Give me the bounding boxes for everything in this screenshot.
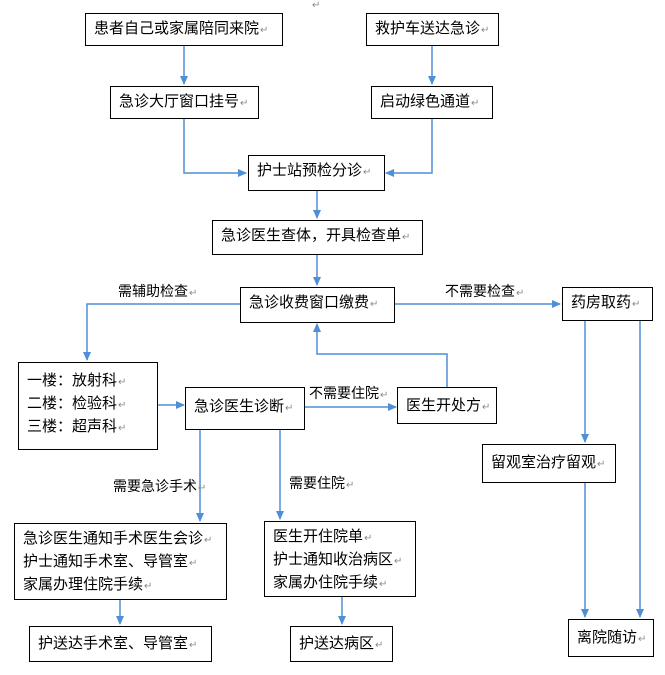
department-line: 三楼：超声科↵ [27,417,127,435]
return-mark: ↵ [638,634,647,645]
node-admission-notice: 医生开住院单↵ 护士通知收治病区↵ 家属办住院手续↵ [264,521,416,597]
label-no-admission: 不需要住院↵ [309,386,389,402]
return-mark: ↵ [632,299,641,310]
admission-notice-line: 医生开住院单↵ [273,527,373,545]
node-doctor-exam: 急诊医生查体，开具检查单↵ [212,220,423,255]
node-ambulance: 救护车送达急诊↵ [366,13,499,46]
node-register-text: 急诊大厅窗口挂号 [119,92,240,110]
label-need-surgery: 需要急诊手术↵ [113,479,207,495]
edge-payment-to-departments [83,303,240,361]
return-mark: ↵ [189,640,198,651]
node-observation-text: 留观室治疗留观 [491,453,597,471]
node-prescription-text: 医生开处方 [406,396,482,414]
node-doctor-exam-text: 急诊医生查体，开具检查单 [221,226,402,244]
label-need-admission: 需要住院↵ [289,476,355,492]
return-mark: ↵ [597,459,606,470]
admission-notice-line: 家属办住院手续↵ [273,573,388,591]
department-line: 二楼：检验科↵ [27,394,127,412]
return-mark: ↵ [482,402,491,413]
label-no-exam: 不需要检查↵ [445,284,525,300]
return-mark: ↵ [240,98,249,109]
return-mark: ↵ [471,98,480,109]
node-payment: 急诊收费窗口缴费↵ [240,287,395,323]
node-pharmacy-text: 药房取药 [571,293,632,311]
return-mark: ↵ [363,167,372,178]
node-observation: 留观室治疗留观↵ [482,444,616,483]
department-line: 一楼：放射科↵ [27,371,127,389]
admission-notice-line: 护士通知收治病区↵ [273,550,403,568]
return-mark: ↵ [370,299,379,310]
node-escort-or: 护送达手术室、导管室↵ [29,626,212,662]
node-discharge-text: 离院随访 [577,628,638,646]
node-green-channel: 启动绿色通道↵ [371,86,493,119]
node-self-arrival: 患者自己或家属陪同来院↵ [85,13,283,46]
node-discharge: 离院随访↵ [568,619,654,657]
node-departments: 一楼：放射科↵ 二楼：检验科↵ 三楼：超声科↵ [18,362,158,450]
node-ambulance-text: 救护车送达急诊 [375,19,481,37]
node-surgery-notice: 急诊医生通知手术医生会诊↵ 护士通知手术室、导管室↵ 家属办理住院手续↵ [14,523,227,600]
node-escort-ward: 护送达病区↵ [290,626,393,662]
node-green-channel-text: 启动绿色通道 [380,92,471,110]
paragraph-mark: ↵ [312,0,321,11]
surgery-notice-line: 急诊医生通知手术医生会诊↵ [23,529,213,547]
node-triage: 护士站预检分诊↵ [248,155,385,191]
node-self-arrival-text: 患者自己或家属陪同来院 [94,19,260,37]
surgery-notice-line: 家属办理住院手续↵ [23,575,153,593]
node-triage-text: 护士站预检分诊 [257,161,363,179]
return-mark: ↵ [402,232,411,243]
node-register: 急诊大厅窗口挂号↵ [110,86,259,119]
node-escort-ward-text: 护送达病区 [299,634,375,652]
edge-green-to-triage [385,119,433,177]
edge-prescription-to-payment [313,323,448,387]
node-diagnosis-text: 急诊医生诊断 [194,397,285,415]
edge-register-to-triage [183,119,247,177]
return-mark: ↵ [285,403,294,414]
node-diagnosis: 急诊医生诊断↵ [185,387,305,430]
return-mark: ↵ [375,640,384,651]
node-payment-text: 急诊收费窗口缴费 [249,293,370,311]
node-escort-or-text: 护送达手术室、导管室 [38,634,189,652]
surgery-notice-line: 护士通知手术室、导管室↵ [23,552,198,570]
label-need-aux: 需辅助检查↵ [118,284,198,300]
node-prescription: 医生开处方↵ [397,387,497,424]
return-mark: ↵ [481,25,490,36]
return-mark: ↵ [260,25,269,36]
node-pharmacy: 药房取药↵ [562,287,653,321]
